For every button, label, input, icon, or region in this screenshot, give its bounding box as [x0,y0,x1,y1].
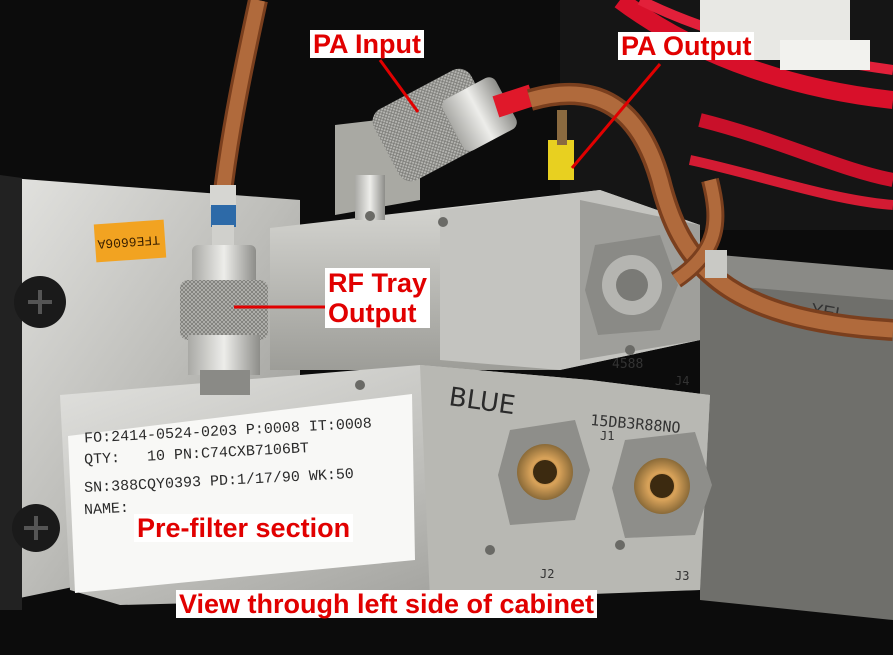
pa-output-pointer [570,63,662,169]
red-wire [614,0,893,109]
rf-tray-output-label: RF Tray Output [325,268,431,329]
blue-heatshrink [211,205,236,227]
yellow-tag [548,140,574,180]
pa-input-pointer [378,59,420,113]
rf-tray-output-connector [180,280,268,340]
view-caption: View through left side of cabinet [176,590,598,618]
right-module [700,260,893,620]
pre-filter-label: Pre-filter section [134,514,354,542]
part-sticker [68,394,415,593]
port-label-j4: J4 [675,374,689,388]
rf-tray-output-line-1: RF Tray [328,268,428,298]
rf-tray-output-line-2: Output [328,298,417,329]
port-label-j3: J3 [675,569,689,583]
pa-output-label: PA Output [618,32,755,60]
coax-cable [527,86,893,338]
red-heatshrink [492,84,536,118]
coax-cable [215,0,265,201]
port-label-j2: J2 [540,567,554,581]
orange-tag [93,219,167,263]
pa-input-label: PA Input [310,30,424,58]
port-label-j1: J1 [600,429,614,443]
orange-tag-text: TFE6606A [97,232,161,251]
sticker-line-4: NAME: [83,499,130,520]
j4-code: 4588 [612,357,643,372]
